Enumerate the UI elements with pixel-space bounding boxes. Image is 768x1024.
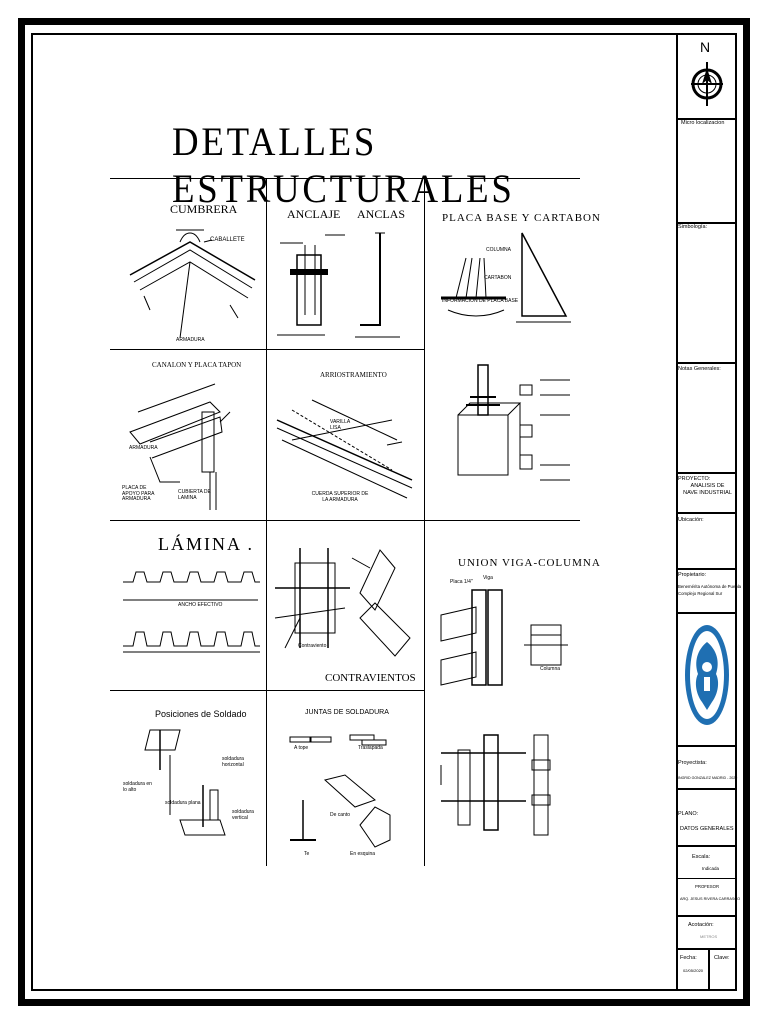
anclas-label: ANCLAS [357, 207, 406, 221]
lamina-drawing [123, 571, 260, 653]
north-label: N [700, 39, 711, 55]
propietario-value: Benemérita Autónoma de Puebla Complejo R… [678, 584, 742, 596]
placa-base-note: CARTABON [484, 275, 512, 281]
tb-divider [676, 845, 736, 847]
proyectista-value: INGRID GONZALEZ MADRID - 2020 [678, 776, 738, 780]
lamina-label: LÁMINA . [158, 534, 254, 554]
cumbrera-label: CUMBRERA [170, 202, 238, 216]
juntas-note: Traslapada [358, 745, 383, 751]
proyecto-label: PROYECTO: [678, 476, 711, 482]
placa-base-note: INFORMACION DE PLACA BASE [442, 298, 519, 304]
grid-line [110, 690, 424, 691]
arriostramiento-label: ARRIOSTRAMIENTO [320, 371, 387, 379]
baseplate-iso-drawing [457, 364, 570, 481]
acotacion-label: Acotación: [688, 922, 714, 928]
contravientos-drawing [274, 548, 411, 657]
tb-divider [708, 948, 710, 991]
escala-label: Escala: [692, 854, 711, 860]
union-label: UNION VIGA-COLUMNA [458, 557, 601, 569]
arriostramiento-drawing [276, 399, 413, 499]
university-logo-icon [685, 625, 729, 725]
tb-divider [676, 472, 736, 474]
simbologia-label: Simbología: [678, 224, 708, 230]
inner-frame [31, 33, 737, 991]
proyectista-label: Proyectista: [678, 760, 707, 766]
tb-divider [676, 612, 736, 614]
contravientos-note: Contraviento [298, 643, 327, 649]
arriostramiento-note: VARILLA LISA [330, 419, 350, 431]
grid-line [110, 520, 580, 521]
canalon-label: CANALON Y PLACA TAPON [152, 361, 242, 369]
juntas-note: A tope [294, 745, 309, 751]
union-note: Placa 1/4" [450, 579, 473, 585]
posiciones-note: soldadura vertical [232, 809, 254, 821]
tb-divider [676, 222, 736, 224]
grid-line [266, 178, 267, 866]
page-title: DETALLES ESTRUCTURALES [172, 119, 515, 211]
plano-value: DATOS GENERALES [680, 826, 734, 832]
tb-divider [676, 118, 736, 120]
juntas-note: Te [304, 851, 310, 857]
tb-divider [676, 915, 736, 917]
tb-divider [676, 568, 736, 570]
outer-frame [18, 18, 750, 1006]
propietario-label: Propietario: [678, 572, 707, 578]
tb-divider [676, 745, 736, 747]
proyecto-value: ANALISIS DE NAVE INDUSTRIAL [683, 483, 732, 496]
acotacion-value: METROS [700, 934, 718, 939]
tb-divider [676, 362, 736, 364]
ubicacion-label: Ubicación: [678, 517, 704, 523]
posiciones-note: soldadura horizontal [222, 756, 244, 768]
escala-value: Indicada [702, 866, 720, 871]
tb-divider [676, 512, 736, 514]
arriostramiento-note: CUERDA SUPERIOR DE LA ARMADURA [311, 491, 369, 503]
north-arrow-icon [691, 62, 723, 106]
union-drawing [440, 589, 568, 836]
tb-divider [676, 948, 736, 950]
posiciones-label: Posiciones de Soldado [155, 709, 247, 719]
lamina-note: ANCHO EFECTIVO [178, 602, 223, 608]
posiciones-drawing [144, 729, 226, 836]
canalon-note: ARMADURA [129, 445, 158, 451]
tb-divider [676, 788, 736, 790]
grid-line [110, 178, 580, 179]
fecha-label: Fecha: [680, 955, 697, 961]
placa-base-note: COLUMNA [486, 247, 512, 253]
union-note: Viga [483, 575, 493, 581]
cumbrera-drawing [129, 229, 256, 339]
micro-label: Micro localizacion [681, 120, 725, 126]
anclaje-label: ANCLAJE [287, 207, 341, 221]
profesor-label: PROFESOR [695, 884, 720, 889]
profesor-value: ARQ. JESUS RIVERA CARRASCO [680, 897, 741, 901]
grid-line [110, 349, 424, 350]
placa-base-label: PLACA BASE Y CARTABON [442, 212, 601, 224]
clave-label: Clave: [714, 955, 730, 961]
fecha-value: 02/05/2020 [683, 968, 704, 973]
juntas-drawing [289, 734, 391, 848]
placa-base-drawing [441, 232, 571, 323]
juntas-label: JUNTAS DE SOLDADURA [305, 709, 389, 716]
canalon-drawing [129, 383, 231, 510]
canalon-note: CUBIERTA DE LAMINA [178, 489, 211, 501]
notas-label: Notas Generales: [678, 366, 721, 372]
plano-label: PLANO: [678, 811, 699, 817]
union-note: Columna [540, 666, 561, 672]
cumbrera-note: ARMADURA [176, 337, 205, 343]
posiciones-note: soldadura plana [165, 800, 201, 806]
anclaje-drawing [277, 232, 400, 338]
juntas-note: En esquina [350, 851, 376, 857]
posiciones-note: soldadura en lo alto [123, 781, 152, 793]
tb-divider [676, 878, 736, 879]
juntas-note: De canto [330, 812, 351, 818]
cumbrera-note: CABALLETE [210, 237, 245, 243]
contravientos-label: CONTRAVIENTOS [325, 672, 416, 684]
canalon-note: PLACA DE APOYO PARA ARMADURA [122, 485, 155, 502]
grid-line [424, 178, 425, 866]
